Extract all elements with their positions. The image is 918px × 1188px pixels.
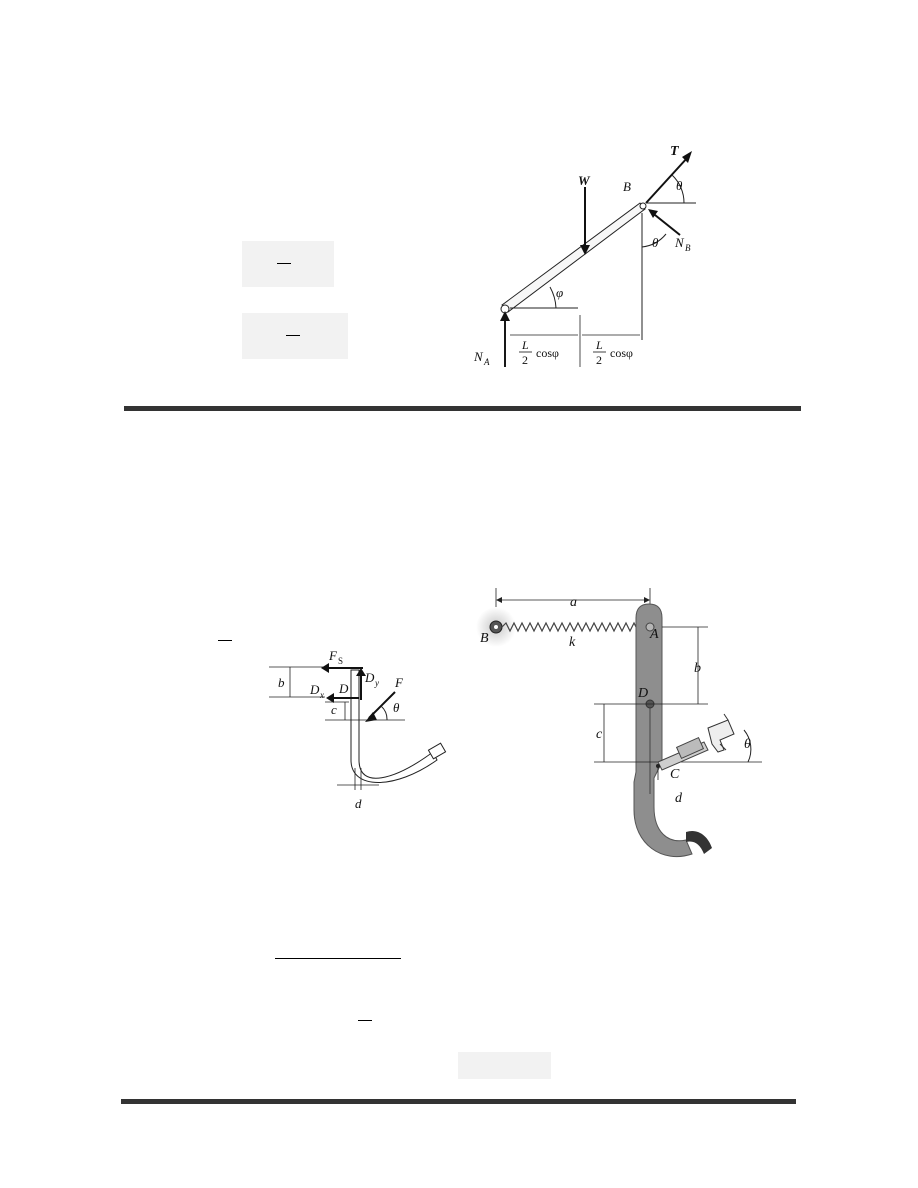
label-nb: N xyxy=(674,235,685,250)
fraction-bar xyxy=(358,1020,372,1021)
figure-pedal-mechanism: a B k A b D c θ C d xyxy=(476,588,762,858)
label-d-point: D xyxy=(338,681,349,696)
label-fs: F xyxy=(328,648,338,663)
pivot-a xyxy=(645,622,655,632)
label-phi: φ xyxy=(556,285,563,300)
dim-left-cos: cosφ xyxy=(536,346,559,360)
label-b: b xyxy=(694,661,701,676)
label-d-point: D xyxy=(637,686,648,701)
label-a: a xyxy=(570,595,577,610)
theta-arc xyxy=(380,705,388,721)
figure-pedal-fbd: b F S D y F D x D c θ d xyxy=(269,648,447,811)
label-k: k xyxy=(569,635,576,650)
fraction-bar xyxy=(277,263,291,264)
label-dx: D xyxy=(309,682,320,697)
pedal-lever xyxy=(633,603,693,858)
label-t: T xyxy=(670,144,680,159)
label-dx-sub: x xyxy=(319,690,324,700)
figure-inclined-bar-fbd: T W B θ θ N B φ N A L 2 cosφ L 2 cosφ xyxy=(473,144,696,367)
answer-box-2 xyxy=(242,313,348,359)
dim-left-l: L xyxy=(521,338,529,352)
label-na-sub: A xyxy=(483,357,490,367)
dim-right-two: 2 xyxy=(596,353,602,367)
label-c: c xyxy=(331,702,337,717)
label-theta: θ xyxy=(393,700,400,715)
bar xyxy=(501,202,646,313)
label-na: N xyxy=(473,349,484,364)
answer-box-1 xyxy=(242,241,334,287)
t-arrow xyxy=(645,156,689,204)
theta-arc-bottom xyxy=(641,233,667,248)
end-b-circle xyxy=(639,202,647,210)
fraction-bar xyxy=(286,335,300,336)
section-divider-top xyxy=(124,406,801,411)
label-b: b xyxy=(278,675,285,690)
label-theta-bottom: θ xyxy=(652,235,659,250)
fraction-bar xyxy=(218,640,232,641)
pedal-pad xyxy=(427,742,447,760)
cylinder xyxy=(675,736,705,760)
dim-right-cos: cosφ xyxy=(610,346,633,360)
label-dy-sub: y xyxy=(374,678,379,688)
theta-arc xyxy=(743,729,752,763)
pedal-pad xyxy=(686,830,712,854)
label-b-point: B xyxy=(480,631,489,646)
label-nb-sub: B xyxy=(685,243,691,253)
answer-box-3 xyxy=(458,1052,551,1079)
bracket xyxy=(707,719,735,753)
label-w: W xyxy=(578,173,591,188)
label-a-point: A xyxy=(649,627,659,642)
label-theta-top: θ xyxy=(676,178,683,193)
label-theta: θ xyxy=(744,737,751,752)
label-f: F xyxy=(394,675,404,690)
section-divider-bottom xyxy=(121,1099,796,1104)
label-dy: D xyxy=(364,670,375,685)
pedal-arm xyxy=(350,669,438,783)
label-d: d xyxy=(355,796,362,811)
dim-right-l: L xyxy=(595,338,603,352)
phi-arc xyxy=(549,286,557,309)
fraction-bar-long xyxy=(275,958,401,959)
dim-left-two: 2 xyxy=(522,353,528,367)
spring xyxy=(501,621,658,633)
label-c-point: C xyxy=(670,767,680,782)
theta-arc-top xyxy=(671,174,685,204)
label-c: c xyxy=(596,727,603,742)
label-fs-sub: S xyxy=(338,656,343,666)
label-b: B xyxy=(623,179,631,194)
label-d: d xyxy=(675,791,683,806)
